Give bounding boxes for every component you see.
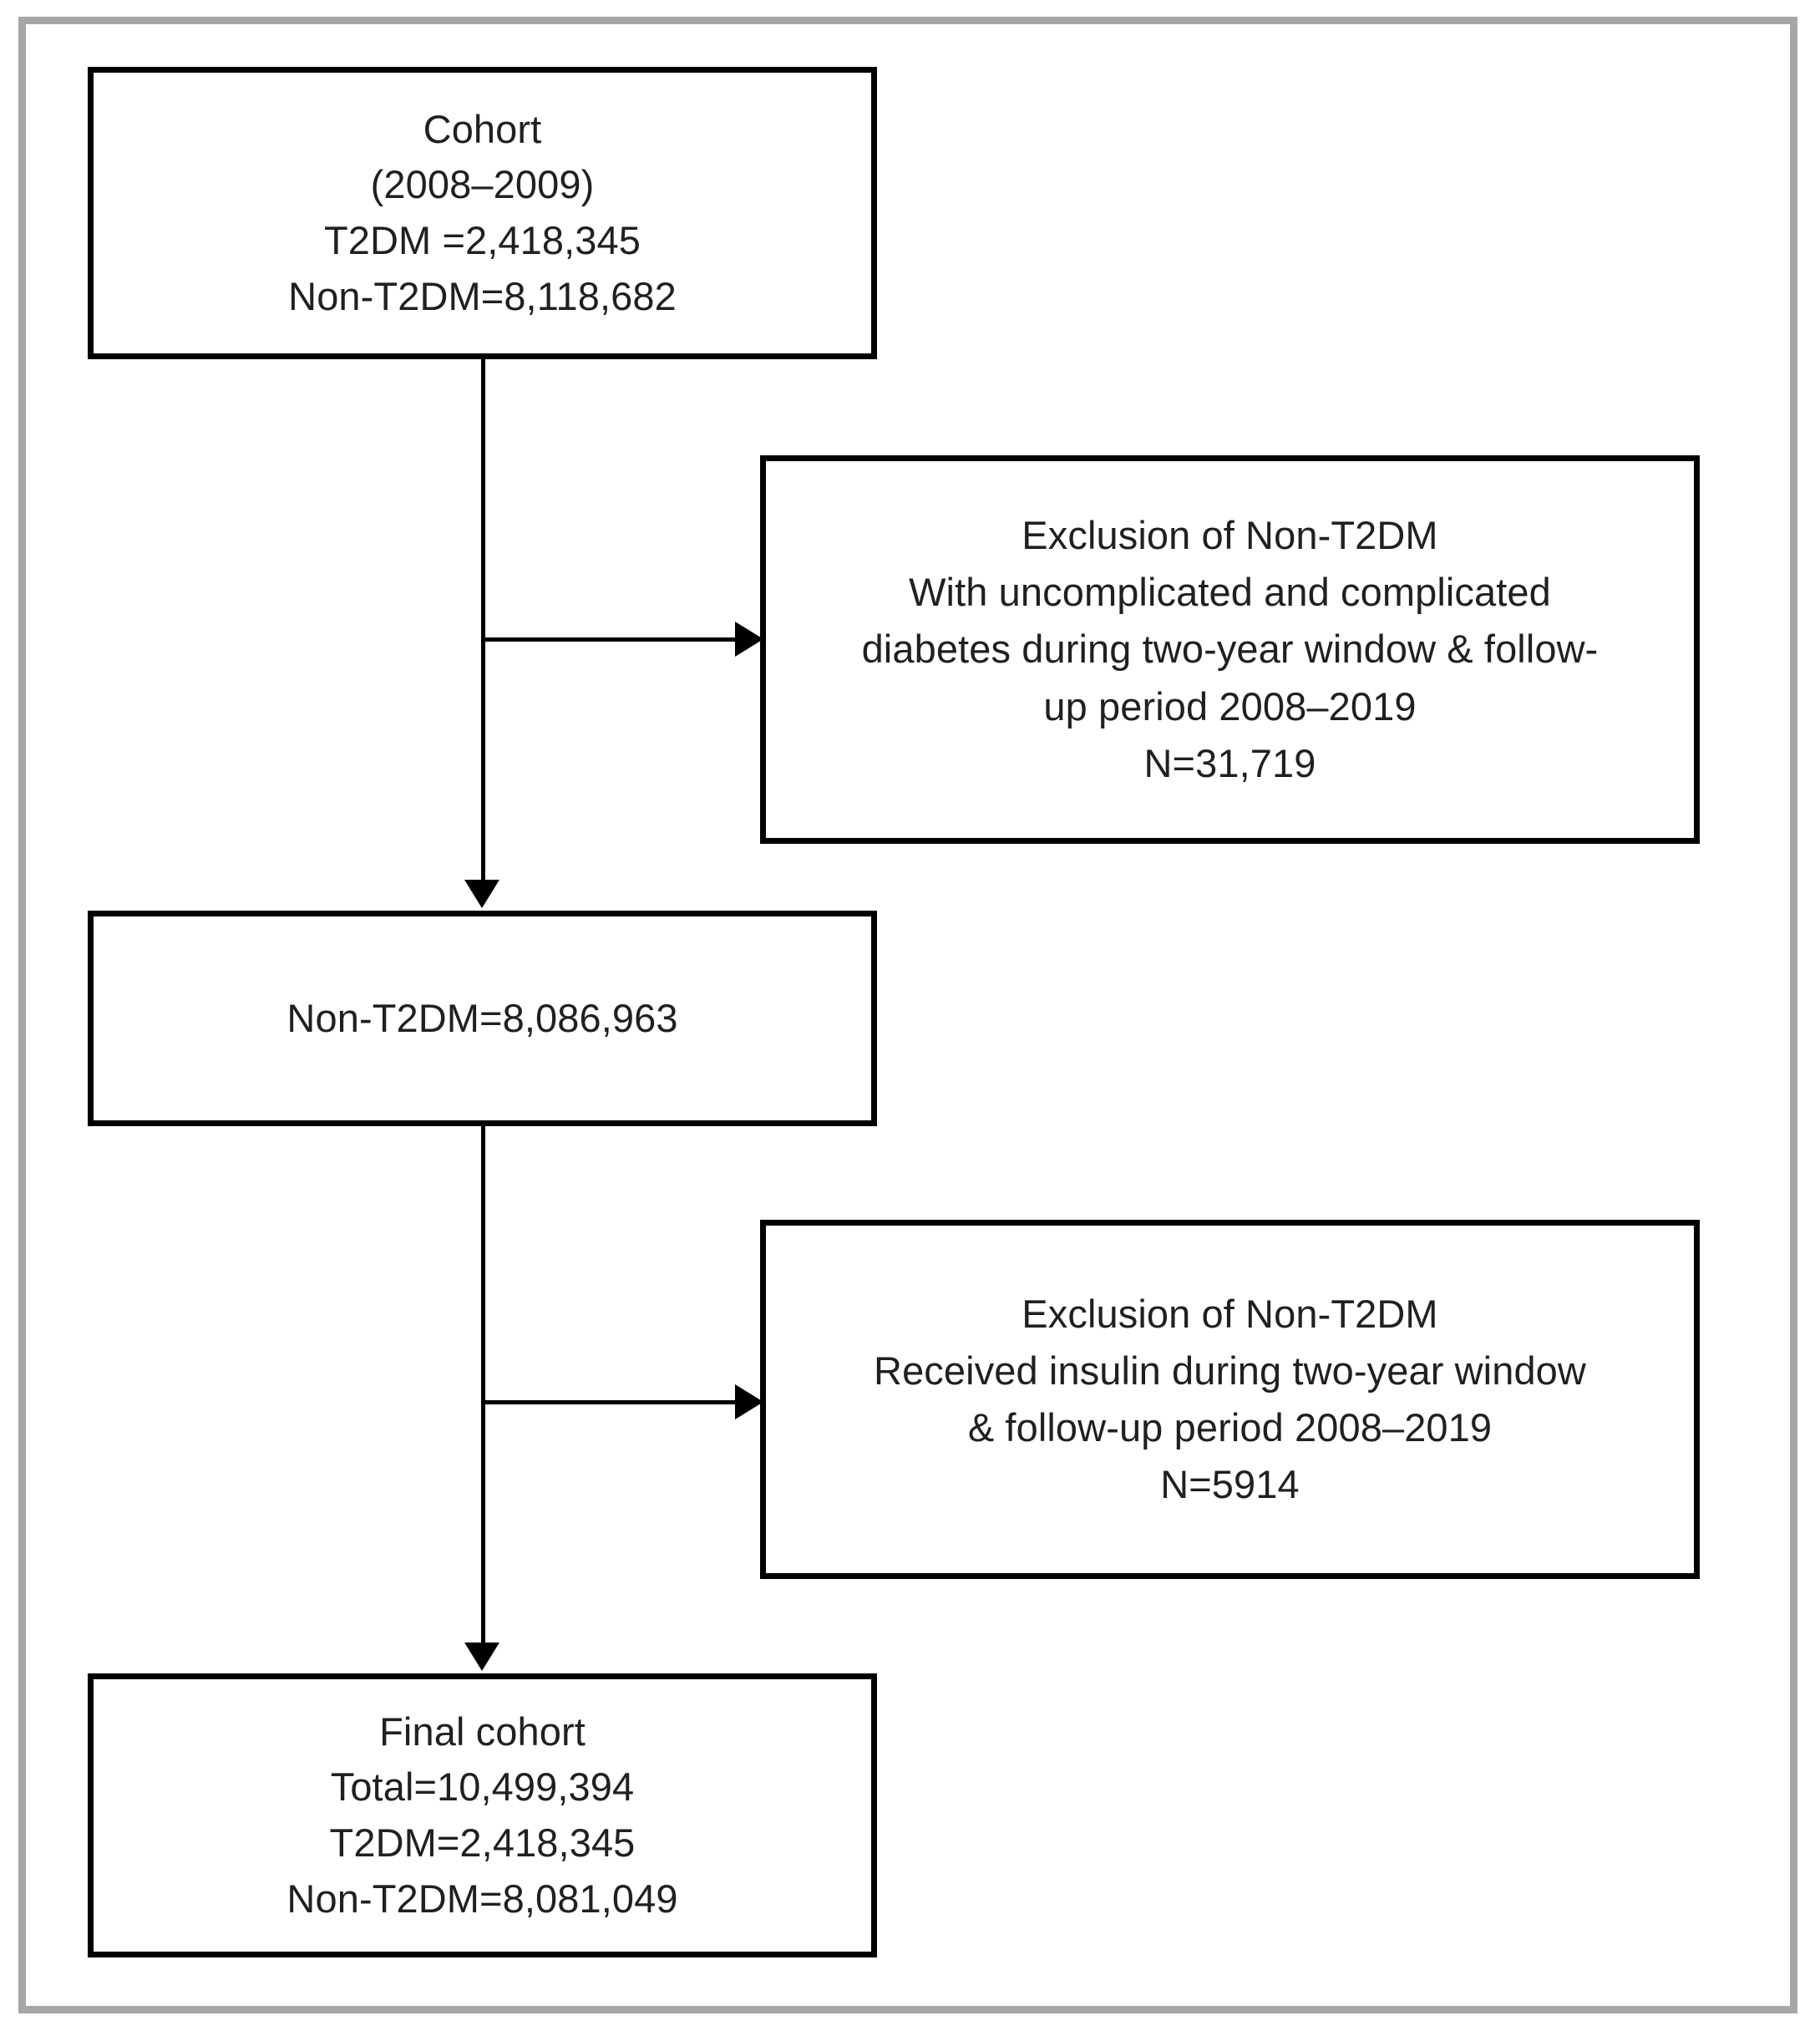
exclusion-1-line-1: Exclusion of Non-T2DM [1022, 513, 1438, 558]
cohort-line-2: (2008–2009) [370, 162, 595, 207]
cohort-box: Cohort (2008–2009) T2DM =2,418,345 Non-T… [88, 67, 877, 359]
cohort-line-1: Cohort [423, 106, 542, 151]
final-cohort-line-1: Final cohort [379, 1709, 586, 1754]
cohort-line-4: Non-T2DM=8,118,682 [288, 273, 677, 318]
exclusion-2-line-3: & follow-up period 2008–2019 [967, 1405, 1493, 1450]
connector-cohort-to-non-t2dm [481, 359, 485, 886]
non-t2dm-box: Non-T2DM=8,086,963 [88, 911, 877, 1126]
arrowhead-down-icon-2 [464, 1643, 499, 1671]
connector-cohort-to-exclusion-1 [481, 637, 740, 642]
non-t2dm-line-1: Non-T2DM=8,086,963 [286, 995, 678, 1040]
final-cohort-line-4: Non-T2DM=8,081,049 [286, 1876, 678, 1921]
arrowhead-right-icon-2 [735, 1384, 763, 1419]
connector-non-t2dm-to-final [481, 1126, 485, 1648]
exclusion-2-line-1: Exclusion of Non-T2DM [1022, 1291, 1438, 1336]
exclusion-1-line-2: With uncomplicated and complicated [909, 570, 1551, 615]
exclusion-1-line-3: diabetes during two-year window & follow… [861, 627, 1599, 672]
exclusion-box-2: Exclusion of Non-T2DM Received insulin d… [760, 1220, 1700, 1579]
exclusion-2-line-2: Received insulin during two-year window [874, 1348, 1586, 1393]
arrowhead-right-icon-1 [735, 622, 763, 657]
connector-non-t2dm-to-exclusion-2 [481, 1400, 740, 1404]
exclusion-1-line-5: N=31,719 [1143, 740, 1316, 785]
final-cohort-box: Final cohort Total=10,499,394 T2DM=2,418… [88, 1673, 877, 1957]
arrowhead-down-icon-1 [464, 880, 499, 908]
final-cohort-line-2: Total=10,499,394 [330, 1764, 635, 1810]
cohort-line-3: T2DM =2,418,345 [323, 218, 641, 262]
final-cohort-line-3: T2DM=2,418,345 [329, 1820, 636, 1865]
exclusion-box-1: Exclusion of Non-T2DM With uncomplicated… [760, 455, 1700, 844]
exclusion-1-line-4: up period 2008–2019 [1043, 683, 1417, 729]
exclusion-2-line-4: N=5914 [1160, 1462, 1300, 1507]
